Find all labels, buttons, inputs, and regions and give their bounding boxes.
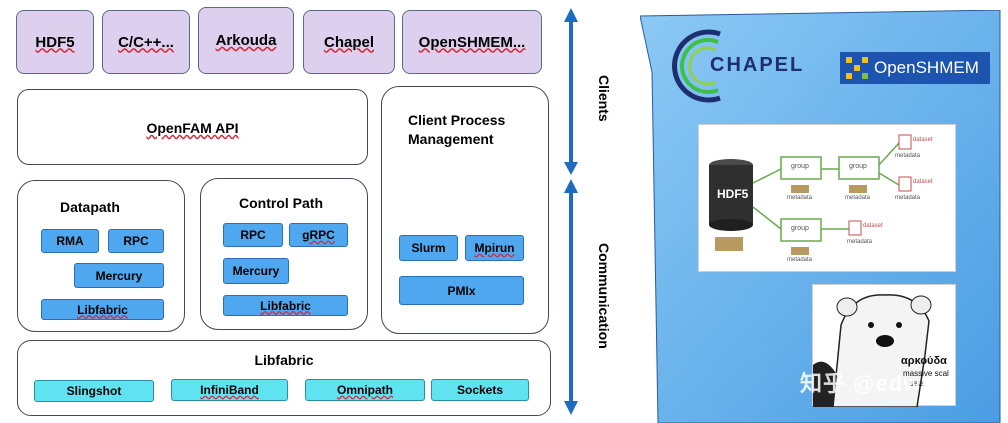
datapath-panel: Datapath RMA RPC Mercury Libfabric <box>17 180 185 332</box>
clients-label: Clients <box>596 75 612 122</box>
datapath-mercury-box: Mercury <box>74 263 164 288</box>
control-rpc-box: RPC <box>223 223 283 247</box>
libfabric-title: Libfabric <box>254 352 314 368</box>
arrows <box>564 8 578 415</box>
mpirun-box: Mpirun <box>465 235 524 261</box>
datapath-rpc-box: RPC <box>108 229 164 253</box>
hdf5-label-metadata-1: metadata <box>787 195 813 201</box>
libfabric-panel: Libfabric Slingshot InfiniBand Omnipath … <box>17 340 551 416</box>
client-process-panel: Client Process Management Slurm Mpirun P… <box>381 86 549 334</box>
hdf5-label-metadata-5: metadata <box>787 257 813 263</box>
hdf5-label-dataset-3: dataset <box>863 223 883 229</box>
hdf5-label-group-2: group <box>849 163 867 170</box>
client-openshmem-label: OpenSHMEM... <box>418 33 526 51</box>
control-mercury-box: Mercury <box>223 258 289 284</box>
control-path-panel: Control Path RPC gRPC Mercury Libfabric <box>200 178 368 330</box>
slurm-box: Slurm <box>399 235 458 261</box>
pmix-box: PMIx <box>399 276 524 305</box>
client-process-title-line2: Management <box>408 131 494 147</box>
hdf5-diagram-title: HDF5 <box>717 187 749 201</box>
datapath-libfabric-box: Libfabric <box>41 299 164 320</box>
client-chapel: Chapel <box>303 10 395 74</box>
arkouda-wordmark: αρκούδα <box>901 355 947 367</box>
communication-arrow <box>564 179 578 415</box>
client-openshmem: OpenSHMEM... <box>402 10 542 74</box>
hdf5-label-metadata-2: metadata <box>845 195 871 201</box>
hdf5-diagram-graphic <box>709 134 912 255</box>
watermark: 知乎 @edwu <box>800 371 936 396</box>
hdf5-label-metadata-4: metadata <box>895 195 921 201</box>
sockets-box: Sockets <box>431 379 529 401</box>
communication-label: Communication <box>596 243 612 349</box>
arkouda-logo: αρκούδα massive scal data <box>812 284 956 408</box>
hdf5-label-group-1: group <box>791 163 809 170</box>
openshmem-wordmark-open: Open <box>874 58 916 77</box>
client-arkouda: Arkouda <box>198 7 294 74</box>
hdf5-label-group-3: group <box>791 225 809 232</box>
client-c-cpp-label: C/C++... <box>118 33 174 51</box>
openshmem-grid-icon <box>846 57 868 79</box>
chapel-logo: CHAPEL <box>672 26 832 106</box>
chapel-wordmark: CHAPEL <box>710 54 805 76</box>
omnipath-box: Omnipath <box>305 379 425 401</box>
openshmem-wordmark-shmem: SHMEM <box>915 58 979 77</box>
client-c-cpp: C/C++... <box>102 10 190 74</box>
client-chapel-label: Chapel <box>323 33 374 51</box>
hdf5-label-dataset-2: dataset <box>913 179 933 185</box>
hdf5-diagram: HDF5 group metadata group metadata datas… <box>698 124 956 272</box>
hdf5-label-metadata-3: metadata <box>895 153 921 159</box>
control-libfabric-box: Libfabric <box>223 295 348 316</box>
arkouda-subtitle-2: data <box>909 379 925 388</box>
datapath-rma-box: RMA <box>41 229 99 253</box>
client-process-title-line1: Client Process <box>408 112 506 128</box>
hdf5-label-dataset-1: dataset <box>913 137 933 143</box>
arkouda-subtitle-1: massive scal <box>903 369 949 378</box>
bear-icon <box>813 294 932 408</box>
client-hdf5-label: HDF5 <box>35 33 75 51</box>
openfam-api-label: OpenFAM API <box>146 120 239 136</box>
control-path-title: Control Path <box>239 195 323 211</box>
client-process-title: Client Process Management <box>408 111 505 149</box>
control-grpc-box: gRPC <box>289 223 348 247</box>
clients-arrow <box>564 8 578 175</box>
client-arkouda-label: Arkouda <box>215 32 277 49</box>
infiniband-box: InfiniBand <box>171 379 288 401</box>
chapel-swirl-icon <box>672 29 721 103</box>
slingshot-box: Slingshot <box>34 380 154 402</box>
client-hdf5: HDF5 <box>16 10 94 74</box>
hdf5-label-metadata-6: metadata <box>847 239 873 245</box>
datapath-title: Datapath <box>60 199 120 215</box>
openfam-api-box: OpenFAM API <box>17 89 368 165</box>
